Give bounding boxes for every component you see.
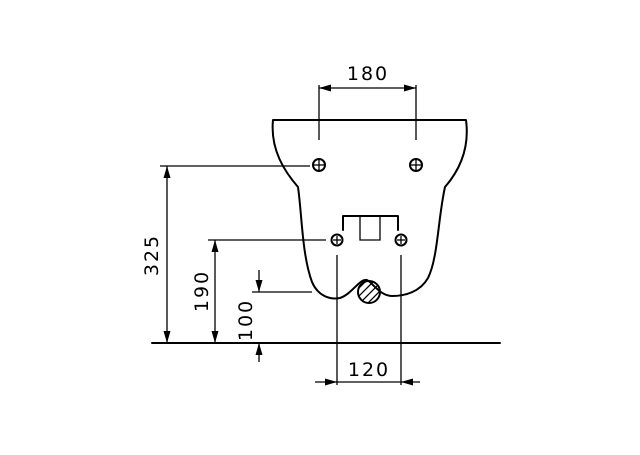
dimension-190: 190 (191, 239, 326, 343)
dimension-120: 120 (315, 255, 420, 386)
dimension-325-label: 325 (141, 234, 163, 276)
mid-right-hole (394, 233, 408, 247)
dimension-180-label: 180 (347, 63, 389, 85)
mounting-bracket (342, 215, 399, 231)
dimension-100-label: 100 (235, 299, 257, 341)
upper-left-hole (312, 158, 326, 172)
dimension-190-label: 190 (191, 270, 213, 312)
fixture-outline (271, 119, 468, 300)
bracket-inner (359, 216, 381, 241)
dimension-100: 100 (235, 270, 312, 362)
drain-hole (357, 280, 381, 304)
dimension-180: 180 (318, 63, 417, 140)
upper-right-hole (409, 158, 423, 172)
dimension-120-label: 120 (348, 359, 390, 381)
mid-left-hole (330, 233, 344, 247)
dimension-325: 325 (141, 165, 310, 343)
